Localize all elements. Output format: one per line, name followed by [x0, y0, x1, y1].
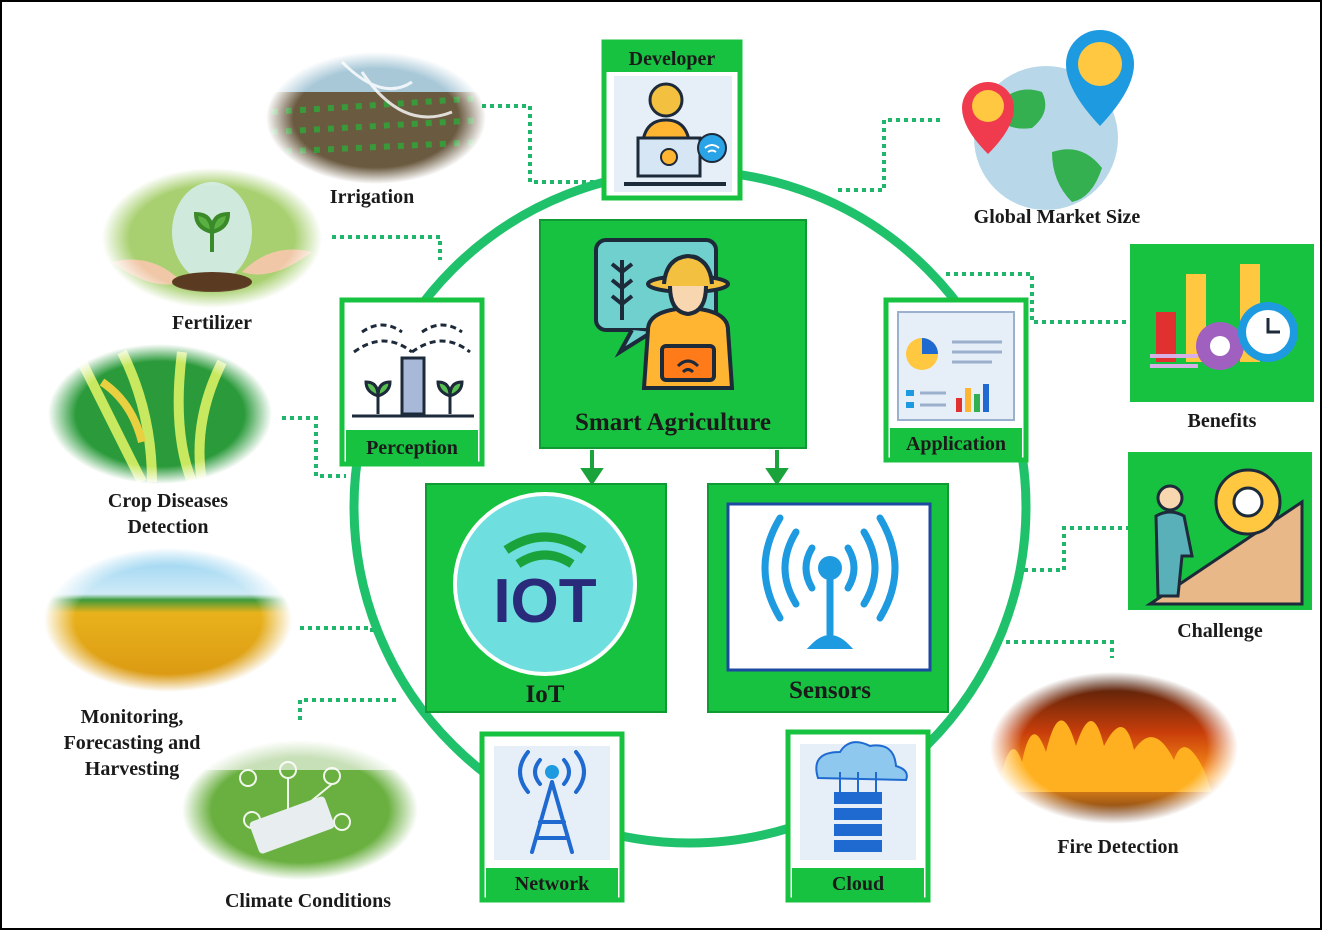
climate-photo: [182, 740, 418, 880]
iot-box: [425, 483, 667, 713]
dashboard-icon: [897, 311, 1015, 421]
challenge-image: [1128, 452, 1312, 610]
iot-label: IoT: [526, 681, 565, 708]
fertilizer-photo: [102, 168, 322, 308]
climate-label: Climate Conditions: [224, 890, 392, 912]
application-label: Application: [906, 433, 1006, 455]
sensors-box: [707, 483, 949, 713]
antenna-signal-icon: [761, 514, 899, 638]
fire-photo: [990, 672, 1238, 824]
perception-label: Perception: [366, 437, 458, 459]
iot-logo-text: IOT: [493, 567, 596, 636]
cloud-label: Cloud: [832, 873, 884, 895]
global-market-label: Global Market Size: [973, 206, 1141, 228]
monitoring-label-1: Monitoring,: [80, 706, 184, 728]
cell-tower-icon: [518, 750, 586, 854]
application-node: [883, 297, 1029, 463]
smart-agriculture-title: Smart Agriculture: [575, 409, 771, 436]
developer-node: [601, 39, 743, 201]
network-node: [479, 731, 625, 903]
smart-agriculture-box: [539, 219, 807, 449]
benefits-image: [1130, 244, 1314, 402]
sprinkler-icon: [352, 323, 474, 418]
fire-detection-label: Fire Detection: [1057, 836, 1179, 858]
farmer-tablet-icon: [594, 238, 735, 390]
developer-label: Developer: [629, 48, 716, 70]
developer-laptop-icon: [624, 82, 727, 186]
global-market-image: [962, 30, 1134, 210]
crop-diseases-photo: [48, 344, 272, 485]
irrigation-photo: [266, 52, 486, 184]
crop-diseases-label-2: Detection: [127, 516, 209, 538]
cloud-server-icon: [815, 741, 908, 852]
cloud-node: [785, 729, 931, 903]
arrows: [580, 450, 789, 486]
irrigation-label: Irrigation: [329, 186, 415, 208]
benefits-label: Benefits: [1187, 410, 1257, 432]
perception-node: [339, 297, 485, 467]
network-label: Network: [515, 873, 590, 895]
challenge-label: Challenge: [1177, 620, 1263, 642]
crop-diseases-label-1: Crop Diseases: [107, 490, 229, 512]
fertilizer-label: Fertilizer: [172, 312, 252, 334]
sensors-label: Sensors: [789, 677, 871, 704]
monitoring-label-2: Forecasting and: [63, 732, 201, 754]
monitoring-label-3: Harvesting: [84, 758, 180, 780]
wheat-field-photo: [44, 548, 292, 692]
